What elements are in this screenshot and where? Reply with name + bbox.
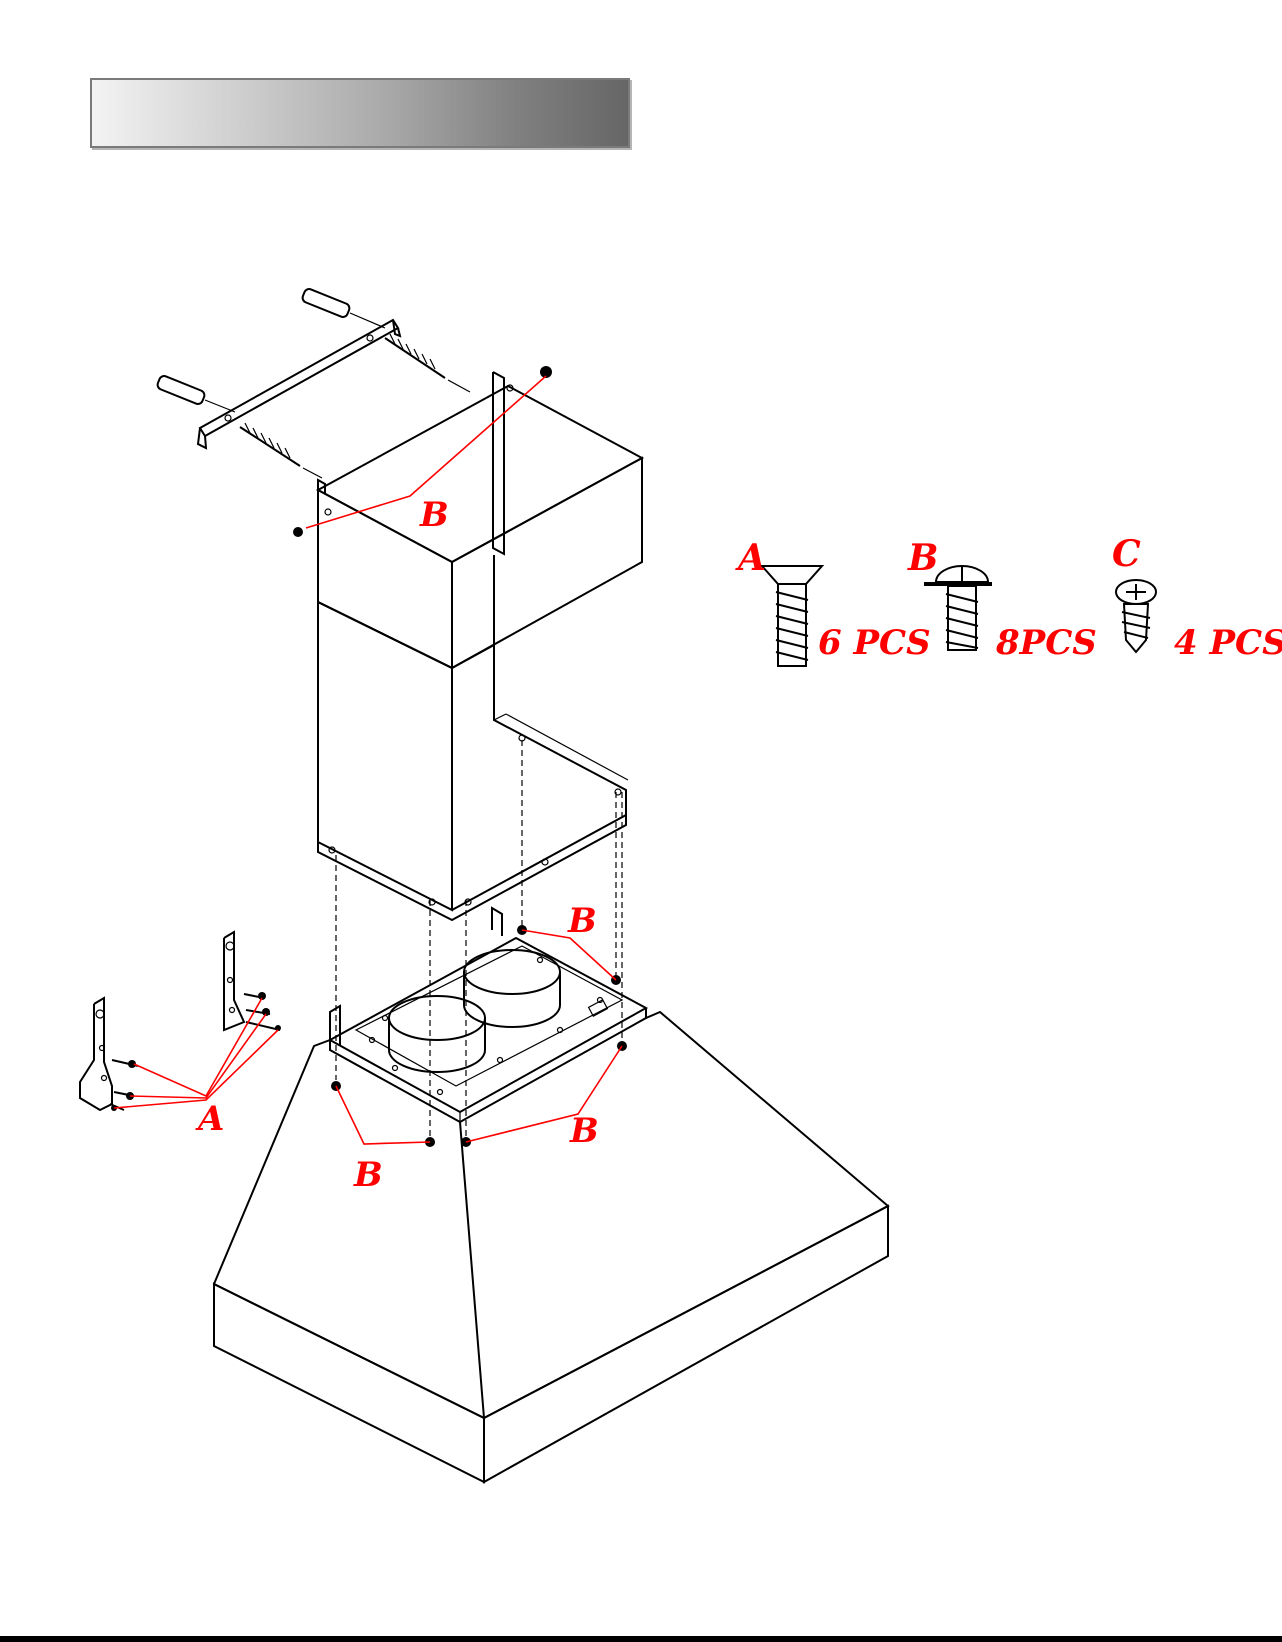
callout-b-plate-left: B <box>353 1155 383 1195</box>
upper-chimney <box>318 372 642 668</box>
callout-b-plate-top: B <box>567 901 597 941</box>
plate-screws <box>293 366 627 1147</box>
legend-qty-c: 4 PCS <box>1174 623 1282 663</box>
legend-letter-b: B <box>907 537 938 579</box>
screw-c-icon <box>1116 580 1156 652</box>
callout-a-brackets: A <box>195 1099 224 1139</box>
screw-a-icon <box>762 566 822 666</box>
legend-qty-b: 8PCS <box>995 623 1097 663</box>
legend-letter-a: A <box>735 537 766 579</box>
motor-plate <box>330 908 646 1122</box>
callout-b-plate-right: B <box>569 1111 599 1151</box>
legend-letter-c: C <box>1112 533 1141 575</box>
hood-canopy <box>214 1012 888 1482</box>
side-bracket-left <box>80 998 138 1111</box>
hardware-legend: A 6 PCS B 8PCS C 4 PCS <box>735 533 1282 666</box>
legend-qty-a: 6 PCS <box>818 623 931 663</box>
wall-bracket <box>198 320 400 448</box>
bottom-rule <box>0 1636 1282 1642</box>
wall-anchor-screws <box>156 288 470 478</box>
callout-b-top: B <box>419 495 449 535</box>
callout-leaders <box>114 376 622 1144</box>
lower-chimney <box>318 555 628 920</box>
